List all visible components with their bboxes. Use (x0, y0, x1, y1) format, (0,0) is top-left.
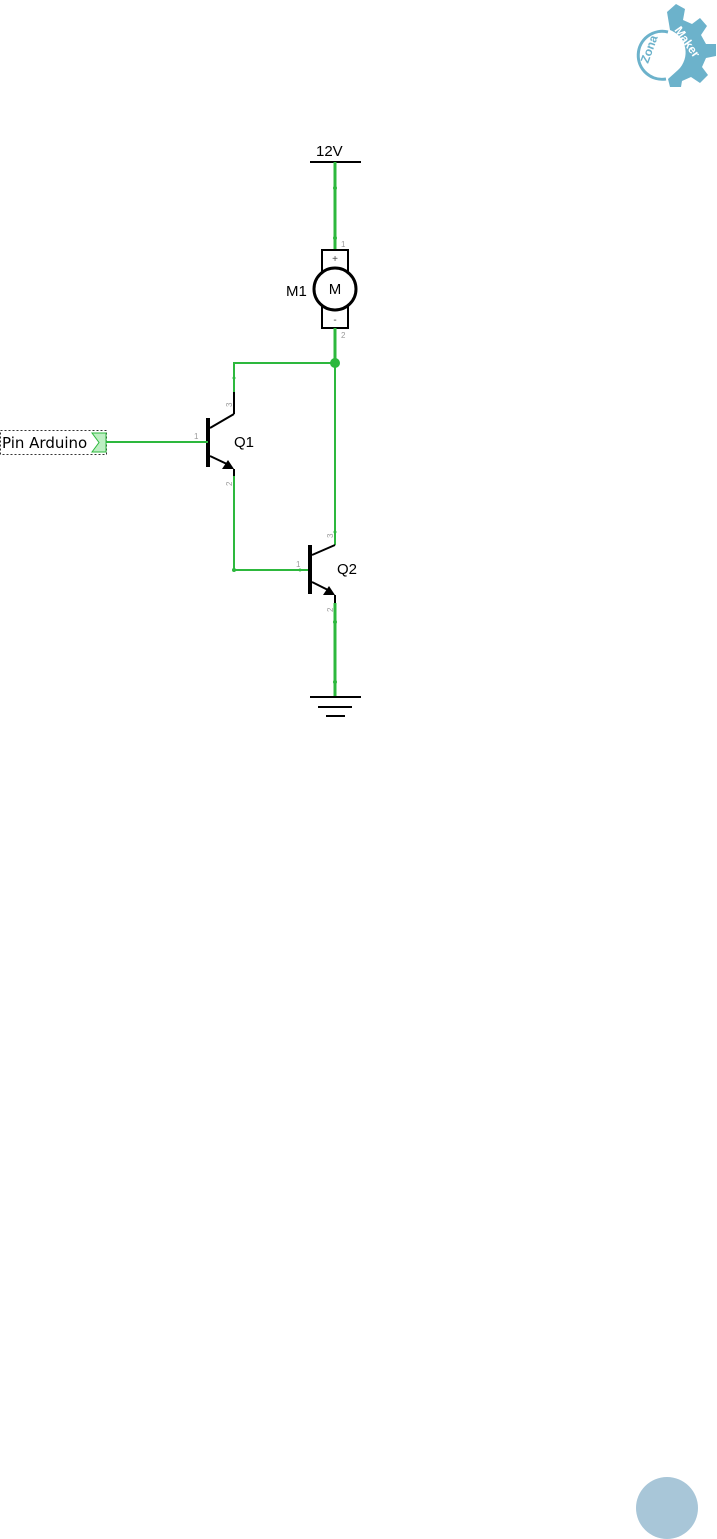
motor-plus: + (332, 254, 338, 265)
q1-collector-lead (210, 414, 234, 428)
wire-bend-point (233, 377, 236, 380)
q1-ref: Q1 (234, 434, 254, 451)
motor-letter: M (329, 281, 342, 298)
q2-ref: Q2 (337, 561, 357, 578)
wire-bend-point (333, 236, 337, 240)
wire-bend-point (333, 680, 337, 684)
motor-minus: - (333, 315, 336, 326)
wire-bend-point (333, 620, 337, 624)
input-pin-arduino: Pin Arduino (1, 431, 107, 455)
input-label: Pin Arduino (2, 434, 87, 452)
transistor-q1: 3 1 2 Q1 (194, 392, 254, 486)
q2-pin-collector: 3 (326, 533, 335, 538)
wire-bend-point (334, 531, 337, 534)
wire-junction-to-q1-collector (234, 363, 335, 392)
motor-ref: M1 (286, 283, 307, 300)
q2-pin-base: 1 (296, 560, 301, 569)
transistor-q2: 3 1 2 Q2 (296, 533, 357, 612)
wire-bend-point (333, 186, 337, 190)
motor-pin-1: 1 (341, 240, 346, 249)
q1-pin-base: 1 (194, 432, 199, 441)
logo-text-zona: Zona (638, 33, 661, 65)
wire-bend-point (232, 568, 236, 572)
q1-pin-emitter: 2 (225, 481, 234, 486)
motor-pin-2: 2 (341, 331, 346, 340)
zona-maker-logo: Zona Maker (638, 4, 716, 87)
ground-symbol (310, 697, 361, 716)
wire-q1-emitter-to-q2-base (234, 476, 310, 570)
q1-emitter-arrow (222, 460, 234, 469)
motor-m1: M + - 1 2 M1 (286, 240, 356, 340)
q2-collector-lead (312, 545, 335, 555)
q1-pin-collector: 3 (225, 402, 234, 407)
power-supply-12v: 12V (310, 143, 361, 162)
power-label: 12V (316, 143, 343, 160)
page-badge (636, 1477, 698, 1539)
